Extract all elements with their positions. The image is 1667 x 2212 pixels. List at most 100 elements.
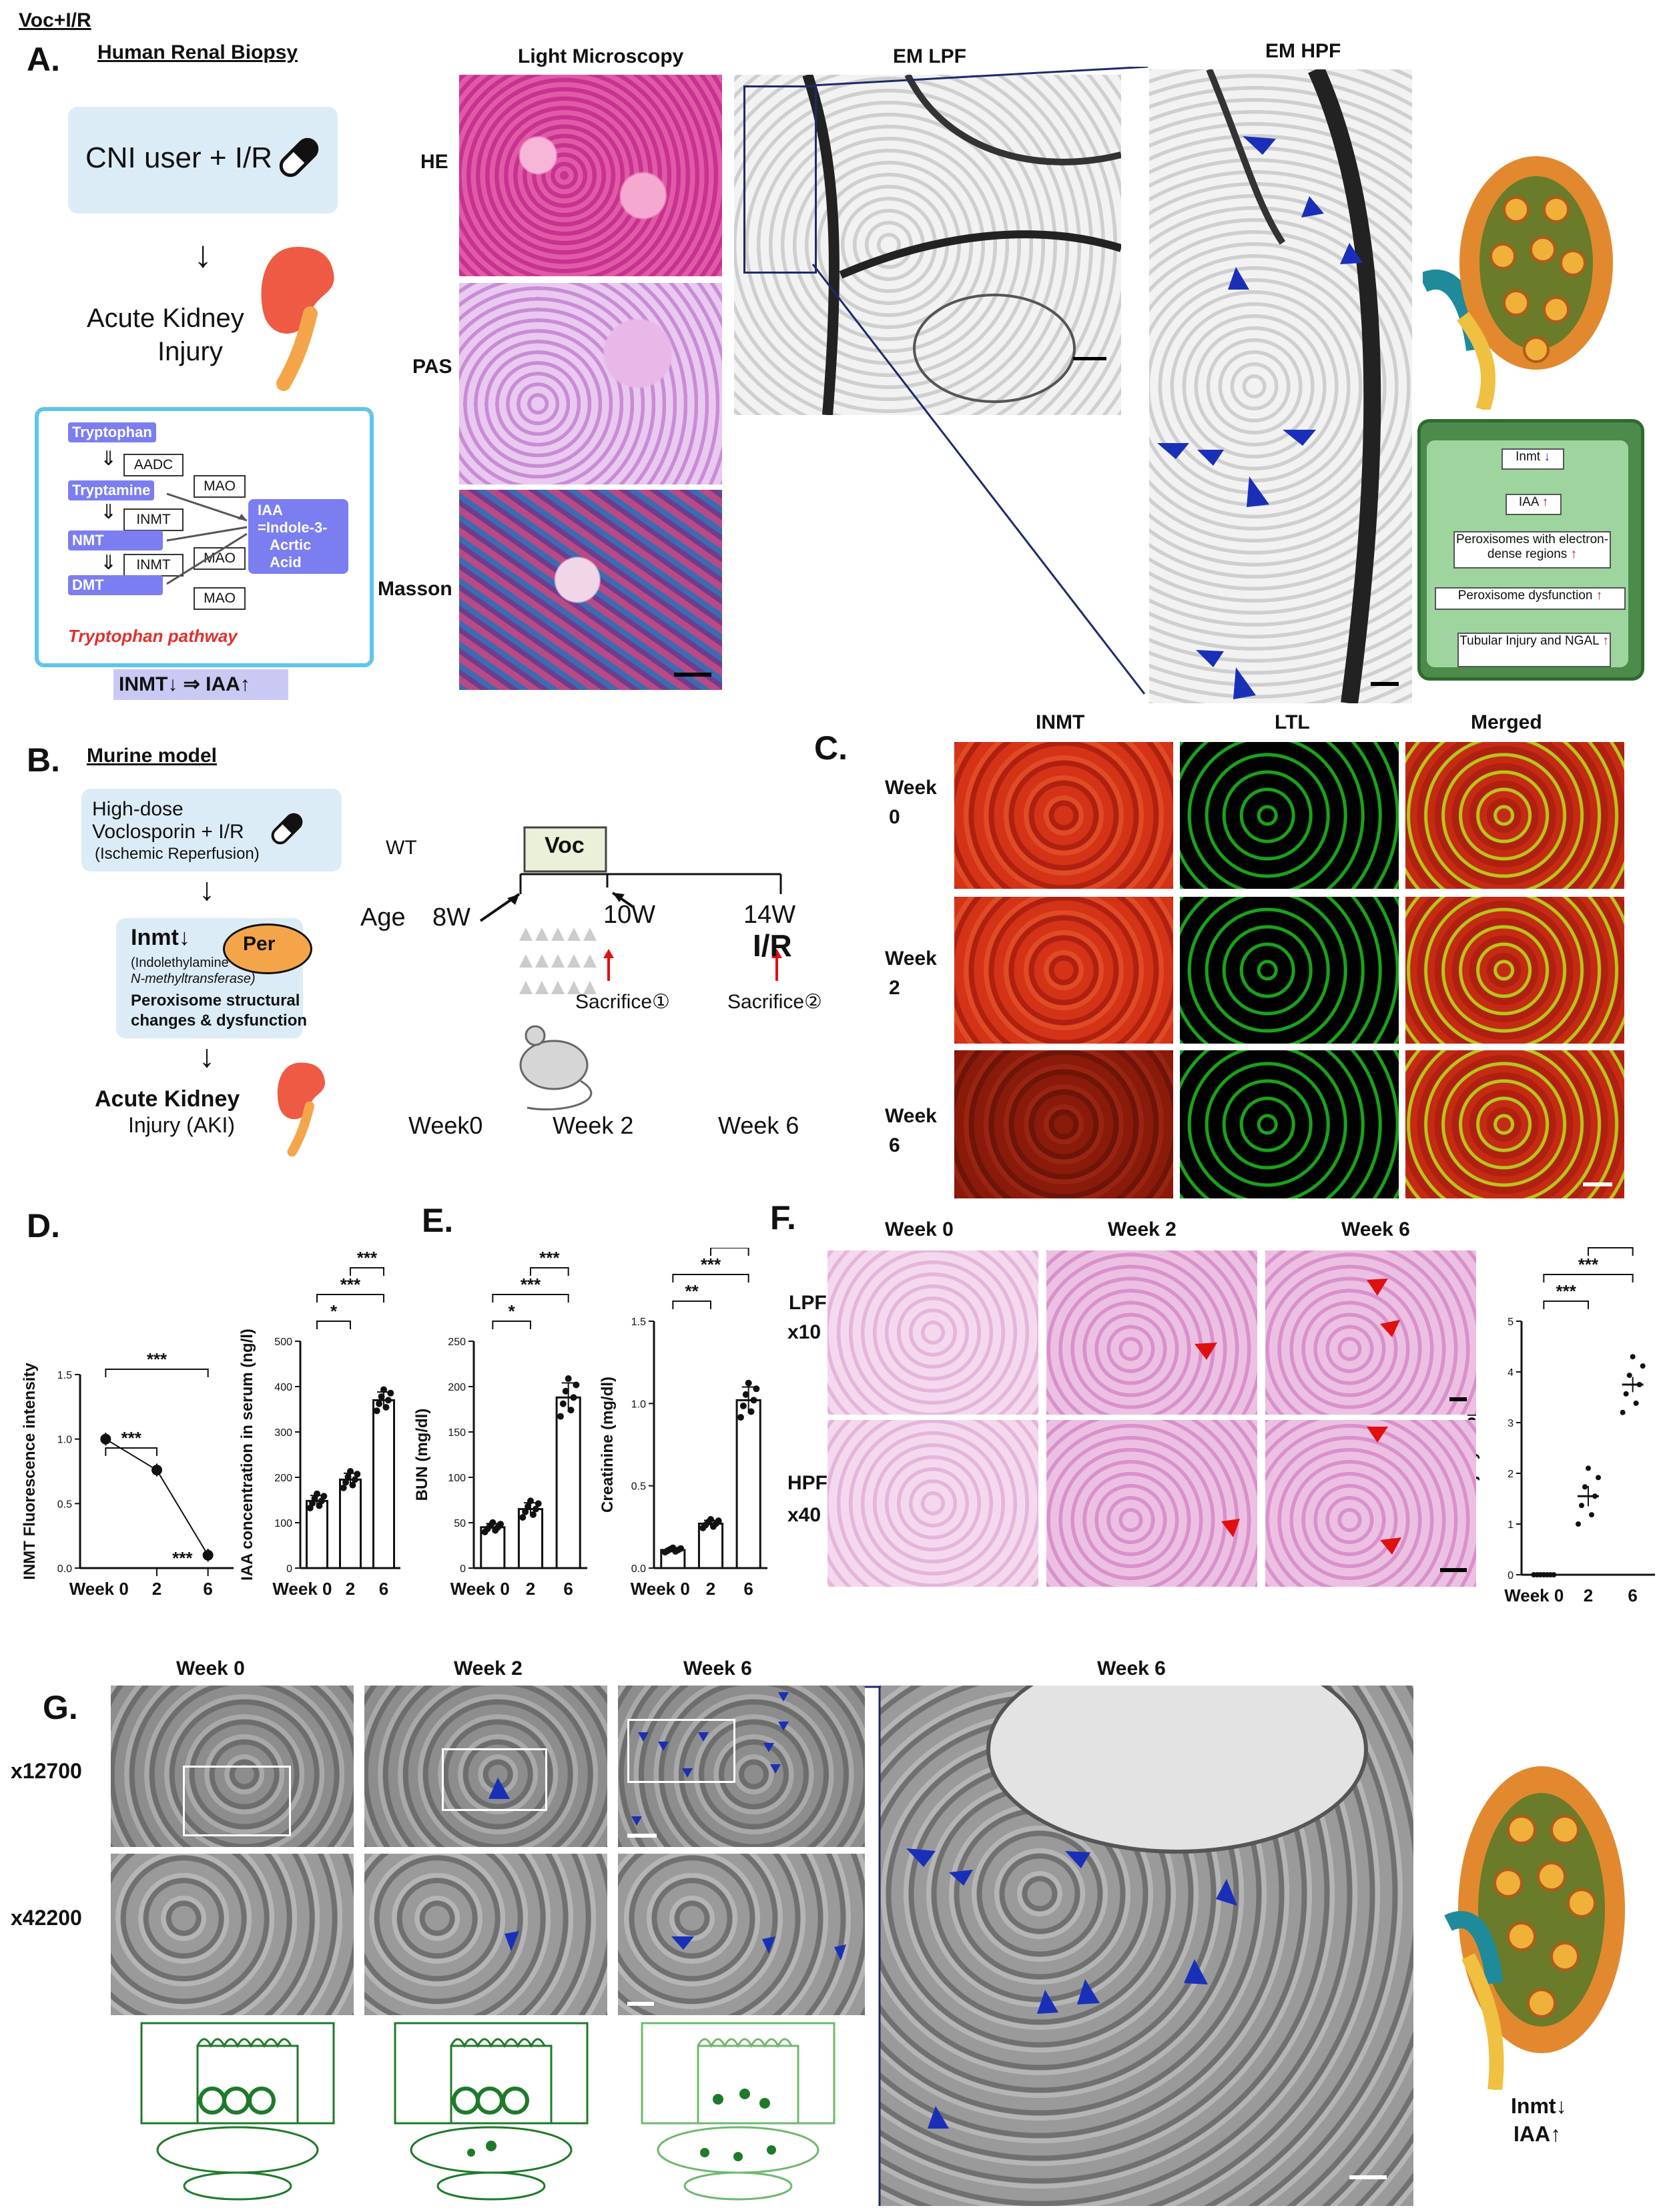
data-point (535, 1500, 542, 1507)
if-merged-w2 (1405, 897, 1624, 1044)
significance-bracket (672, 1274, 749, 1282)
data-point (737, 1414, 744, 1421)
data-point (567, 1407, 575, 1414)
scale-bar (1073, 357, 1106, 360)
mao-enzyme-1: MAO (194, 475, 246, 498)
data-point (1620, 1409, 1626, 1415)
tem-w6-large (880, 1686, 1413, 2206)
significance-label: *** (121, 1428, 141, 1448)
scale-bar (674, 673, 711, 677)
murine-aki-l1: Acute Kidney (95, 1086, 240, 1112)
data-point (384, 1397, 392, 1404)
data-point (529, 1511, 537, 1518)
y-tick-label: 1.5 (631, 1317, 646, 1328)
data-point (559, 1400, 567, 1407)
pas-hpf-w0 (827, 1420, 1038, 1587)
cascade-step-5: Tubular Injury and NGAL ↑ (1457, 633, 1611, 667)
significance-bracket (316, 1321, 351, 1329)
y-tick-label: 1.0 (57, 1435, 72, 1446)
data-point (1596, 1475, 1601, 1481)
panel-f-letter: F. (770, 1199, 796, 1236)
significance-bracket (105, 1447, 157, 1456)
timeline-ir: I/R (753, 928, 792, 963)
red-arrowhead (1195, 1343, 1217, 1360)
timeline-10w: 10W (603, 901, 656, 929)
iaa-label-2: =Indole-3- (258, 519, 328, 536)
data-point (565, 1375, 572, 1383)
tem-w2-low (364, 1686, 607, 1847)
kidney-illustration-a (1423, 156, 1613, 410)
iaa-label-3: Acrtic (270, 536, 312, 553)
pathway-arrows (166, 492, 248, 585)
he-micrograph (459, 75, 722, 276)
data-point (747, 1408, 755, 1415)
red-arrowhead (1221, 1519, 1240, 1537)
data-point (1623, 1391, 1629, 1397)
pas-lpf-w0 (827, 1250, 1038, 1415)
data-point (677, 1545, 685, 1552)
significance-label: ** (685, 1281, 699, 1301)
data-point (1586, 1465, 1591, 1471)
tem-w6-high (618, 1854, 865, 2015)
if-ltl-w6 (1180, 1050, 1399, 1198)
x-tick-label: 6 (743, 1579, 753, 1599)
stain-pas: PAS (412, 356, 452, 378)
data-point (497, 1521, 505, 1528)
y-tick-label: 3 (1508, 1418, 1514, 1429)
data-point (349, 1481, 356, 1489)
red-arrowhead (1367, 1278, 1388, 1296)
x-tick-label: 2 (1584, 1585, 1593, 1605)
data-point (527, 1497, 534, 1505)
significance-label: *** (1578, 1254, 1599, 1274)
mouse-icon (519, 1025, 593, 1111)
panel-g-letter: G. (43, 1689, 78, 1726)
scale-bar (1371, 682, 1399, 686)
significance-label: *** (1556, 1281, 1576, 1301)
data-point (376, 1400, 383, 1407)
em-lpf-micrograph (734, 75, 1121, 415)
blue-arrowhead (488, 1778, 510, 1799)
significance-label: * (509, 1301, 516, 1321)
kidney-icon-b (277, 1062, 325, 1157)
panel-d-letter: D. (27, 1207, 60, 1244)
cascade-step-4: Peroxisome dysfunction ↑ (1435, 587, 1626, 610)
g-col-w6-big: Week 6 (1097, 1657, 1166, 1680)
data-point (380, 1386, 387, 1393)
tryptamine-node: Tryptamine (68, 480, 155, 500)
inset-box (627, 1719, 735, 1783)
scale-bar (1349, 2175, 1387, 2179)
row-week0-l1: Week (885, 777, 937, 799)
significance-bracket (710, 1248, 749, 1256)
y-tick-label: 4 (1508, 1367, 1514, 1379)
inset-box (442, 1748, 547, 1811)
if-merged-w6 (1405, 1050, 1624, 1198)
timeline-week0: Week0 (408, 1112, 483, 1139)
mao-enzyme-3: MAO (194, 587, 246, 610)
zoom-lines-a (811, 67, 1148, 695)
data-point (202, 1549, 214, 1561)
y-tick-label: 0 (286, 1563, 292, 1575)
iaa-label-1: IAA (258, 502, 283, 518)
stain-he: HE (420, 151, 448, 173)
y-tick-label: 0 (460, 1563, 466, 1575)
inmt-iaa-summary (113, 669, 288, 700)
murine-box2-l1: Inmt↓ (131, 925, 190, 950)
y-tick-label: 150 (448, 1427, 466, 1439)
scale-bar (627, 2002, 654, 2006)
data-point (1636, 1382, 1642, 1387)
data-point (573, 1381, 580, 1389)
dmt-node: DMT (68, 575, 163, 595)
y-tick-label: 400 (274, 1382, 292, 1393)
bar (306, 1499, 328, 1569)
arrow-down-b1: ↓ (199, 872, 215, 907)
x-tick-label: 6 (379, 1579, 388, 1599)
panel-a-letter: A. (27, 41, 60, 78)
data-point (739, 1402, 747, 1409)
em-hpf-structures (1157, 69, 1381, 703)
data-point (314, 1490, 320, 1497)
g-row-12700: x12700 (11, 1759, 82, 1783)
data-point (1579, 1503, 1584, 1509)
schematic-cell-w6 (641, 2022, 836, 2201)
pas-hpf-w6 (1265, 1420, 1476, 1587)
